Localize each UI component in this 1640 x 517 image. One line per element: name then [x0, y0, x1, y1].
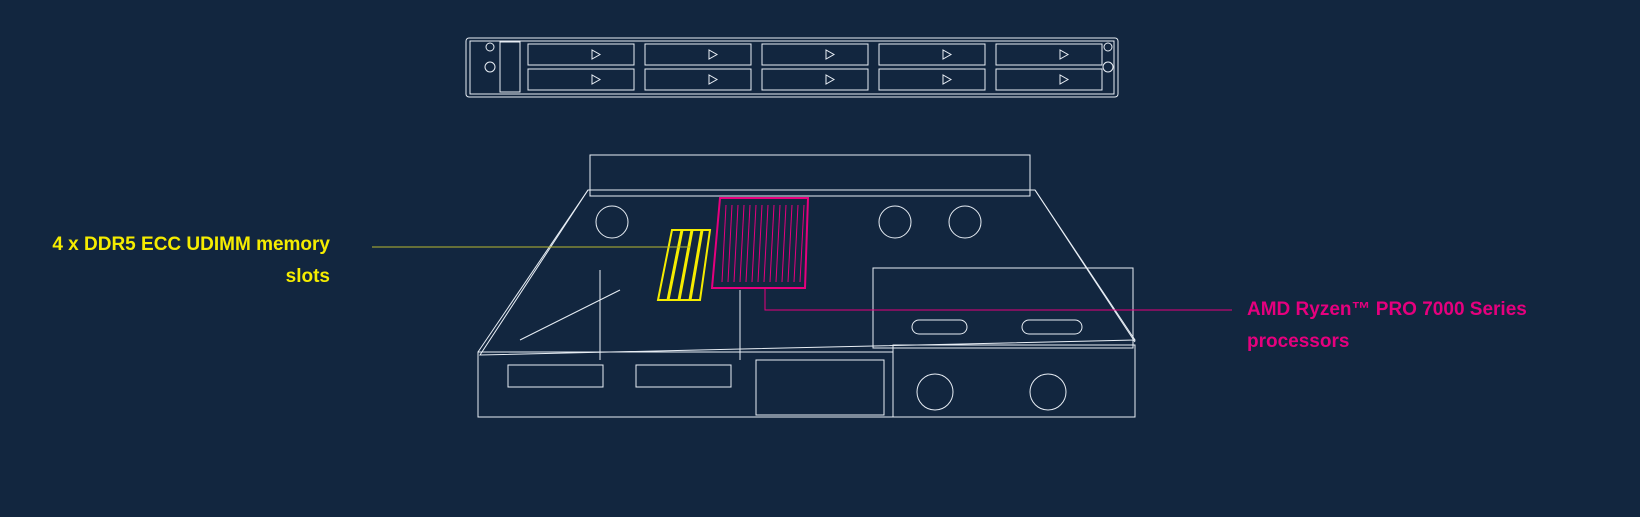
processor-callout-line: [764, 288, 1232, 311]
drive-bay: [761, 68, 869, 91]
drive-bay: [761, 43, 869, 66]
drive-bay: [644, 43, 752, 66]
memory-label-line1: 4 x DDR5 ECC UDIMM memory: [52, 234, 330, 255]
processor-heatsink-highlight: [710, 197, 810, 289]
drive-bay: [878, 43, 986, 66]
heatsink-fin: [751, 204, 757, 283]
drive-latch-icon: [708, 74, 719, 85]
drive-latch-icon: [708, 49, 719, 60]
heatsink-fin: [721, 204, 727, 283]
drive-latch-icon: [591, 74, 602, 85]
drive-bay: [644, 68, 752, 91]
drive-latch-icon: [1059, 49, 1070, 60]
drive-bay: [878, 68, 986, 91]
drive-latch-icon: [942, 49, 953, 60]
drive-bay: [527, 68, 635, 91]
heatsink-fin: [775, 204, 781, 283]
processor-label-line2: processors: [1247, 331, 1350, 352]
processor-callout-label: AMD Ryzen™ PRO 7000 Series processors: [1247, 294, 1627, 358]
heatsink-fin: [745, 204, 751, 283]
heatsink-fin: [763, 204, 769, 283]
drive-latch-icon: [942, 74, 953, 85]
drive-bay: [527, 43, 635, 66]
heatsink-fin: [793, 204, 799, 283]
drive-latch-icon: [591, 49, 602, 60]
heatsink-fin: [727, 204, 733, 283]
server-front-panel: [465, 37, 1119, 98]
memory-slots-highlight: [656, 229, 712, 301]
drive-latch-icon: [1059, 74, 1070, 85]
drive-bay: [995, 43, 1103, 66]
server-chassis-top-view: [477, 154, 1136, 418]
heatsink-fin: [781, 204, 787, 283]
memory-label-line2: slots: [285, 266, 330, 287]
memory-callout-label: 4 x DDR5 ECC UDIMM memory slots: [20, 229, 330, 293]
heatsink-fin: [757, 204, 763, 283]
drive-latch-icon: [825, 49, 836, 60]
heatsink-fin: [769, 204, 775, 283]
processor-label-line1: AMD Ryzen™ PRO 7000 Series: [1247, 299, 1527, 320]
heatsink-fin: [799, 204, 805, 283]
heatsink-fin: [787, 204, 793, 283]
heatsink-fin: [739, 204, 745, 283]
drive-bay: [995, 68, 1103, 91]
heatsink-fin: [733, 204, 739, 283]
drive-latch-icon: [825, 74, 836, 85]
